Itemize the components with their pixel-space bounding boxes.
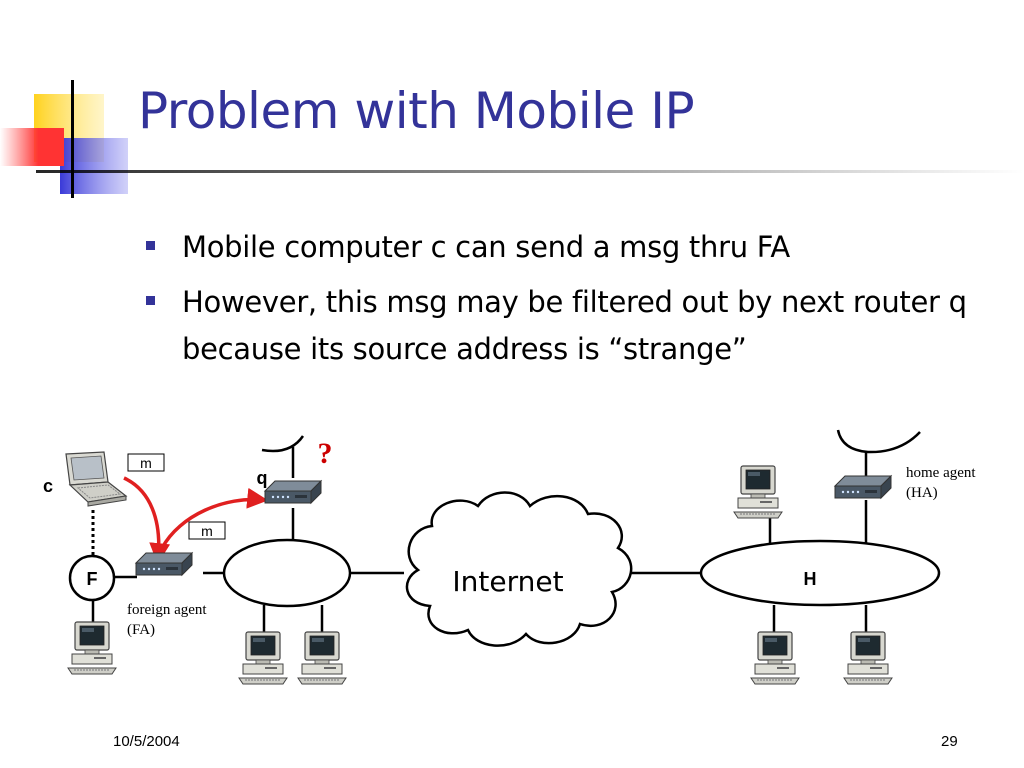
computer-icon [238, 631, 288, 685]
firewall-arc-q [261, 435, 305, 453]
computer-icon [733, 465, 783, 519]
deco-red-bar [0, 128, 64, 166]
foreign-agent-label-line: foreign agent [127, 602, 207, 618]
computer-icon [843, 631, 893, 685]
router-q-label: q [257, 468, 268, 488]
foreign-agent-label: foreign agent (FA) [127, 602, 210, 638]
internet-label: Internet [452, 565, 563, 598]
bullet-square-icon [146, 296, 155, 305]
home-agent-label: home agent (HA) [906, 465, 979, 501]
foreign-agent-router-icon [135, 552, 193, 576]
footer-date: 10/5/2004 [113, 733, 180, 750]
computer-icon [67, 621, 117, 675]
foreign-network-node [68, 554, 116, 602]
bullet-item: Mobile computer c can send a msg thru FA [146, 224, 1006, 271]
message-path-arrow [123, 476, 171, 565]
bullet-list: Mobile computer c can send a msg thru FA… [146, 224, 1006, 381]
foreign-network-ellipse [222, 538, 352, 608]
bullet-text: However, this msg may be filtered out by… [182, 285, 967, 366]
title-underline-rule [36, 170, 1024, 173]
home-agent-router-icon [834, 475, 892, 499]
router-q-icon [264, 480, 322, 504]
mobile-computer-label: c [43, 476, 53, 496]
slide-title: Problem with Mobile IP [138, 82, 695, 140]
message-box [188, 521, 226, 540]
message-path-arrow [160, 487, 269, 549]
message-label: m [201, 523, 213, 539]
computer-icon [297, 631, 347, 685]
message-label: m [140, 455, 152, 471]
home-agent-label-line: home agent [906, 465, 976, 481]
laptop-icon [65, 451, 128, 507]
foreign-agent-label-line: (FA) [127, 622, 155, 638]
firewall-arc-home [836, 429, 921, 454]
footer-page-number: 29 [941, 733, 958, 750]
deco-vertical-rule [71, 80, 74, 198]
home-agent-label-line: (HA) [906, 485, 938, 501]
network-links [91, 447, 868, 632]
foreign-network-label: F [87, 569, 98, 589]
home-network-ellipse [699, 539, 941, 607]
title-decoration [0, 80, 1024, 198]
bullet-square-icon [146, 241, 155, 250]
home-network-label: H [804, 569, 817, 589]
bullet-item: However, this msg may be filtered out by… [146, 279, 1006, 373]
internet-cloud [405, 491, 633, 647]
computer-icon [750, 631, 800, 685]
message-box [127, 453, 165, 472]
question-mark: ? [318, 437, 333, 470]
bullet-text: Mobile computer c can send a msg thru FA [182, 230, 790, 264]
